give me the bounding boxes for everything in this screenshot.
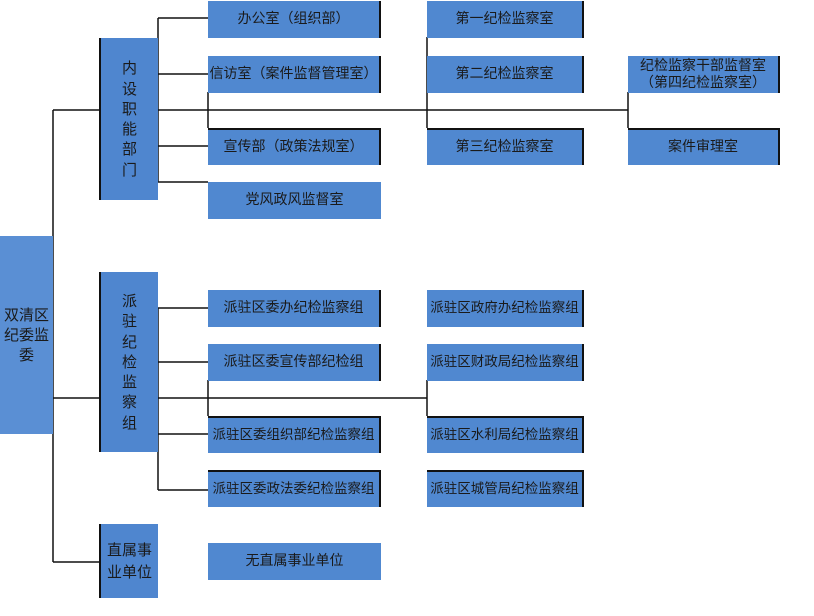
dispatched-label: 派驻区委宣传部纪检组 — [223, 353, 364, 370]
dispatched-group: 派驻区水利局纪检监察组 — [427, 416, 584, 453]
dispatched-group: 派驻区委办纪检监察组 — [208, 290, 381, 327]
dispatched-group: 派驻区政府办纪检监察组 — [427, 290, 584, 327]
inspection-room-2: 第二纪检监察室 — [427, 56, 584, 93]
dispatched-label: 派驻区委政法委纪检监察组 — [212, 481, 375, 498]
dispatched-group: 派驻区委政法委纪检监察组 — [208, 470, 381, 507]
room-label: 第二纪检监察室 — [455, 65, 554, 82]
dept-petition: 信访室（案件监督管理室） — [208, 56, 381, 93]
group-internal-label: 内设职能部门 — [121, 59, 137, 179]
dispatched-group: 派驻区财政局纪检监察组 — [427, 344, 584, 381]
dept-label: 宣传部（政策法规室） — [223, 138, 364, 155]
dispatched-label: 派驻区政府办纪检监察组 — [430, 300, 579, 317]
dispatched-label: 派驻区水利局纪检监察组 — [430, 427, 579, 444]
dispatched-group: 派驻区城管局纪检监察组 — [427, 470, 584, 507]
affiliated-label: 无直属事业单位 — [245, 552, 344, 569]
dept-label: 办公室（组织部） — [237, 10, 350, 27]
group-affiliated: 直属事业单位 — [99, 524, 158, 598]
inspection-room-3: 第三纪检监察室 — [427, 128, 584, 165]
case-review-room: 案件审理室 — [628, 128, 780, 165]
dispatched-label: 派驻区委办纪检监察组 — [223, 299, 364, 316]
dept-office: 办公室（组织部） — [208, 1, 381, 38]
affiliated-unit: 无直属事业单位 — [208, 543, 381, 580]
dispatched-label: 派驻区财政局纪检监察组 — [430, 354, 579, 371]
dispatched-group: 派驻区委宣传部纪检组 — [208, 344, 381, 381]
group-dispatched: 派驻纪检监察组 — [99, 272, 158, 452]
inspection-room-1: 第一纪检监察室 — [427, 1, 584, 38]
room-label: 第一纪检监察室 — [455, 10, 554, 27]
group-affiliated-label: 直属事业单位 — [106, 540, 152, 582]
root-label: 双清区纪委监委 — [4, 305, 50, 365]
dept-conduct: 党风政风监督室 — [208, 182, 381, 219]
cadre-supervision-room: 纪检监察干部监督室（第四纪检监察室） — [628, 56, 780, 93]
dept-label: 信访室（案件监督管理室） — [209, 65, 378, 82]
group-dispatched-label: 派驻纪检监察组 — [121, 292, 137, 432]
room-label: 案件审理室 — [668, 138, 738, 155]
root-node: 双清区纪委监委 — [0, 236, 53, 434]
dispatched-label: 派驻区委组织部纪检监察组 — [212, 427, 375, 444]
dept-publicity: 宣传部（政策法规室） — [208, 128, 381, 165]
dispatched-label: 派驻区城管局纪检监察组 — [430, 481, 579, 498]
room-label: 第三纪检监察室 — [455, 138, 554, 155]
dept-label: 党风政风监督室 — [245, 191, 344, 208]
room-label: 纪检监察干部监督室（第四纪检监察室） — [640, 58, 766, 91]
dispatched-group: 派驻区委组织部纪检监察组 — [208, 416, 381, 453]
group-internal: 内设职能部门 — [99, 38, 158, 200]
